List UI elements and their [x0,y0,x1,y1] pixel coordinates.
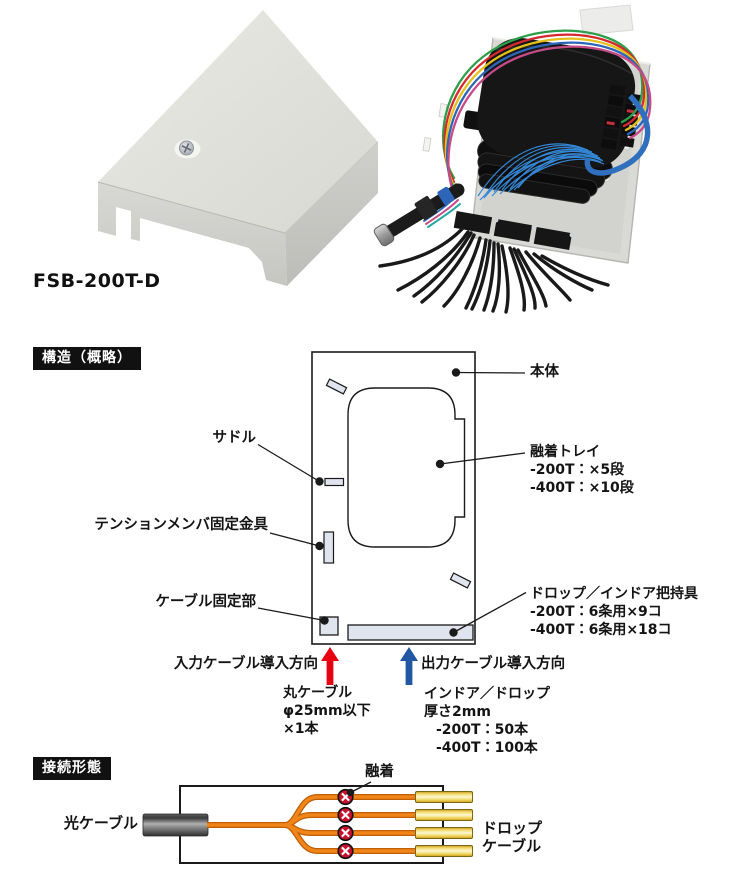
gripper-spec-200: -200T：6条用×9コ [530,604,662,620]
gripper-title: ドロップ／インドア把持具 [530,586,698,602]
gripper-spec-400: -400T：6条用×18コ [530,622,672,638]
label-tension-bracket: テンションメンバ固定金具 [94,517,268,533]
round-cable-line3: ×1本 [283,721,319,737]
drop-cable-line1: ドロップ [482,819,543,837]
label-input-direction: 入力ケーブル導入方向 [173,656,318,672]
label-saddle: サドル [212,430,257,446]
label-output-direction: 出力ケーブル導入方向 [421,656,566,672]
saddle-left [324,477,345,487]
indoor-drop-line1: インドア／ドロップ [424,686,550,702]
fusion-tray-title: 融着トレイ [530,444,600,460]
label-fusion: 融着 [365,764,394,780]
round-cable-line2: φ25mm以下 [283,703,371,719]
optical-cable-graphic [142,813,209,837]
drop-cables [378,226,610,314]
tension-member-bracket [323,531,335,564]
label-gripper: ドロップ／インドア把持具 -200T：6条用×9コ -400T：6条用×18コ [530,585,698,639]
label-optical-cable: 光ケーブル [63,814,138,832]
section-title-structure: 構造（概略） [33,347,141,370]
indoor-drop-line2: 厚さ2mm [424,704,491,720]
saddle-bottom [449,572,472,589]
fusion-leader-line [350,781,372,794]
label-drop-cable: ドロップ ケーブル [482,819,543,855]
label-body: 本体 [530,364,559,380]
label-cable-fixing: ケーブル固定部 [155,594,256,610]
input-cable [373,183,465,247]
blue-fiber-fan [477,94,651,201]
lid-screw [174,139,201,159]
label-round-cable: 丸ケーブル φ25mm以下 ×1本 [283,684,371,738]
drop-cable-sheaths [415,791,473,857]
input-direction-arrow [321,647,339,685]
section-title-connection: 接続形態 [33,757,111,780]
saddle-top [325,378,348,395]
indoor-drop-line4: -400T：100本 [436,740,538,756]
indoor-drop-line3: -200T：50本 [436,722,529,738]
fibers [207,795,416,853]
photo-closed-unit [97,10,379,286]
fusion-tray-outline [347,387,466,548]
closed-box-lid [97,10,379,286]
round-cable-line1: 丸ケーブル [283,685,353,701]
fusion-points [337,788,354,860]
connection-diagram [142,781,473,864]
structure-diagram [257,351,527,685]
fusion-tray-spec-400: -400T：×10段 [530,480,634,496]
output-direction-arrow [400,647,418,685]
mounting-tab [579,4,634,36]
connector-combs [600,84,642,150]
fusion-tray-spec-200: -200T：×5段 [530,462,625,478]
colored-fiber-loop [442,29,652,196]
drop-cable-line2: ケーブル [482,836,542,855]
model-number: FSB-200T-D [33,270,161,292]
leader-lines [257,371,527,634]
label-indoor-drop: インドア／ドロップ 厚さ2mm -200T：50本 -400T：100本 [424,685,550,757]
drop-indoor-gripper-bar [347,624,474,641]
leader-dots [315,368,461,637]
photo-open-unit [373,4,652,314]
fusion-leader-dot [346,788,355,797]
label-fusion-tray: 融着トレイ -200T：×5段 -400T：×10段 [530,443,634,497]
